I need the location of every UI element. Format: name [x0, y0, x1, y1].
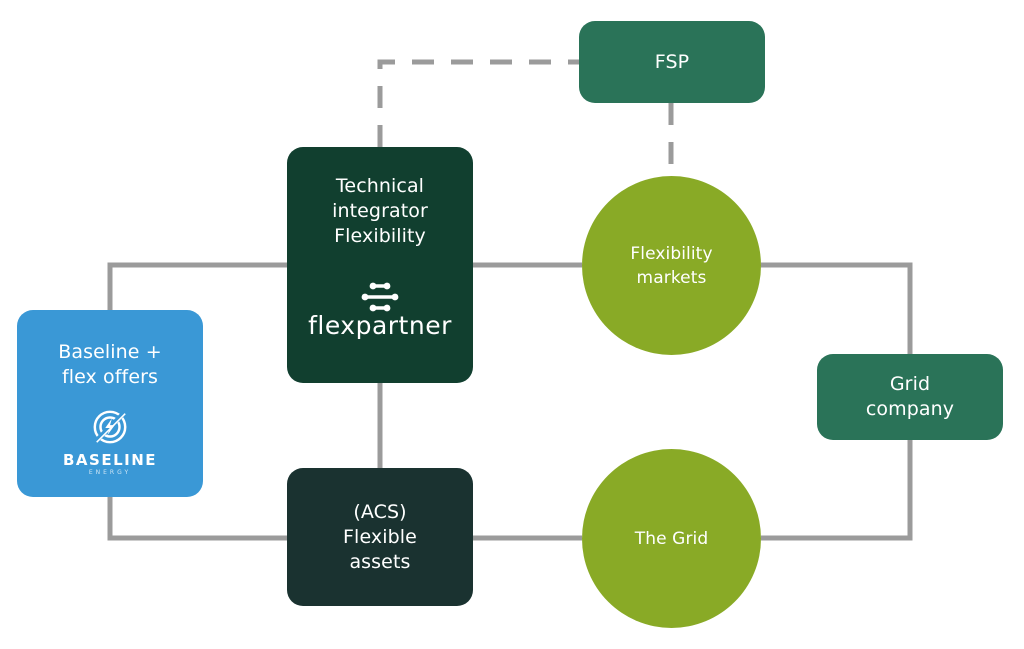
flexible-assets-label: (ACS) Flexible assets: [343, 500, 417, 573]
flexpartner-logo: flexpartner: [308, 281, 452, 339]
baseline-label: Baseline + flex offers: [58, 341, 162, 388]
flexpartner-logo-icon: [361, 282, 399, 312]
baseline-energy-logo: BASELINE ENERGY: [63, 408, 157, 477]
grid-company-label: Grid company: [865, 373, 955, 420]
baseline-node: Baseline + flex offers BASELINE ENERGY: [17, 310, 203, 497]
the-grid-label: The Grid: [634, 528, 709, 549]
fsp-label: FSP: [654, 50, 690, 73]
edge-integrator-fsp: [377, 59, 579, 147]
baseline-wordmark: BASELINE: [62, 451, 158, 469]
edge-baseline-assets: [107, 497, 287, 541]
edge-grid-gridco: [761, 440, 913, 541]
flexpartner-wordmark: flexpartner: [308, 311, 452, 340]
flexibility-markets-label: Flexibility markets: [630, 243, 713, 288]
edge-markets-gridco: [761, 262, 913, 354]
flexibility-markets-node: Flexibility markets: [582, 176, 761, 355]
technical-integrator-node: Technical integrator Flexibility flexpar…: [287, 147, 473, 383]
grid-company-node: Grid company: [817, 354, 1003, 440]
flexible-assets-node: (ACS) Flexible assets: [287, 468, 473, 606]
fsp-node: FSP: [579, 21, 765, 103]
baseline-subtext: ENERGY: [88, 469, 132, 476]
baseline-energy-logo-icon: [93, 410, 127, 444]
technical-integrator-label: Technical integrator Flexibility: [332, 175, 428, 247]
the-grid-node: The Grid: [582, 449, 761, 628]
edge-baseline-integrator: [107, 262, 287, 310]
